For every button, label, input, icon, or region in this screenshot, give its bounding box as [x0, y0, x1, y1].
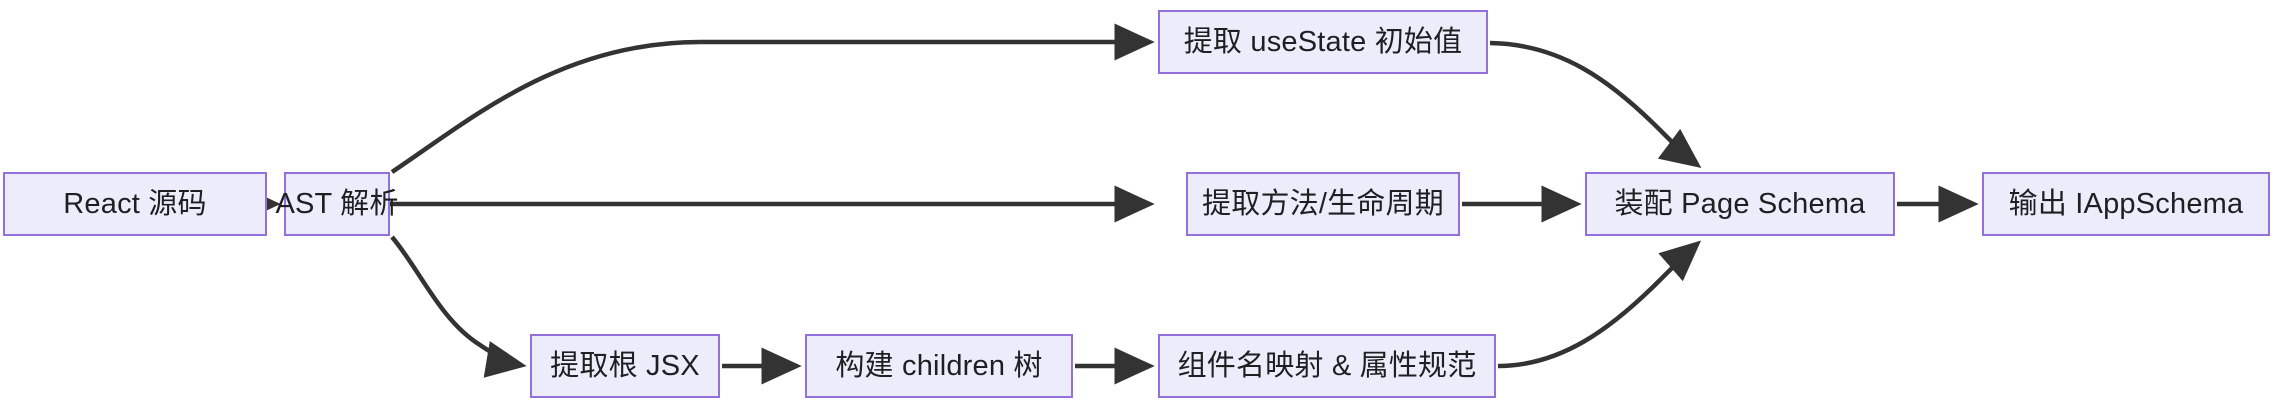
node-assemble-schema[interactable]: 装配 Page Schema: [1585, 172, 1895, 236]
node-react-source-label: React 源码: [63, 187, 207, 220]
node-extract-root-jsx[interactable]: 提取根 JSX: [530, 334, 720, 398]
node-extract-methods[interactable]: 提取方法/生命周期: [1186, 172, 1460, 236]
edge-ast-parse-to-extract-usestate: [390, 23, 1155, 174]
node-extract-usestate[interactable]: 提取 useState 初始值: [1158, 10, 1488, 74]
node-extract-root-jsx-label: 提取根 JSX: [550, 349, 700, 382]
node-ast-parse[interactable]: AST 解析: [275, 172, 398, 236]
edge-extract-usestate-to-assemble-schema: [1489, 40, 1702, 169]
node-map-components-label: 组件名映射 & 属性规范: [1177, 349, 1477, 382]
node-map-components[interactable]: 组件名映射 & 属性规范: [1158, 334, 1496, 398]
node-build-children[interactable]: 构建 children 树: [805, 334, 1073, 398]
node-assemble-schema-label: 装配 Page Schema: [1614, 187, 1866, 220]
edge-ast-parse-to-extract-root-jsx: [390, 235, 527, 378]
node-react-source[interactable]: React 源码: [3, 172, 267, 236]
node-extract-usestate-label: 提取 useState 初始值: [1183, 25, 1463, 58]
node-ast-parse-label: AST 解析: [275, 187, 399, 220]
edge-map-components-to-assemble-schema: [1497, 240, 1702, 369]
node-output-schema[interactable]: 输出 IAppSchema: [1982, 172, 2270, 236]
node-output-schema-label: 输出 IAppSchema: [2008, 187, 2244, 220]
node-extract-methods-label: 提取方法/生命周期: [1202, 187, 1444, 220]
node-build-children-label: 构建 children 树: [835, 349, 1043, 382]
